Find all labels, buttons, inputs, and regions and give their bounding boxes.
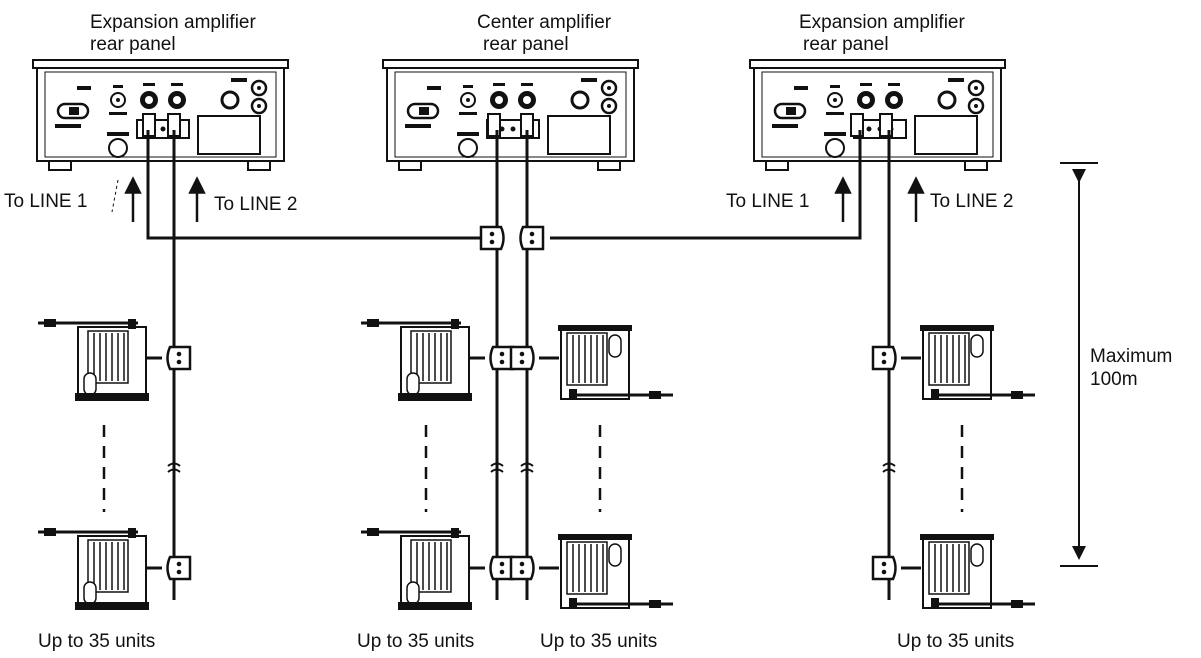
trunk-junction-box-right bbox=[519, 225, 545, 251]
center-amplifier bbox=[381, 58, 640, 172]
unit-bottom bbox=[359, 526, 474, 612]
right-expansion-amplifier bbox=[748, 58, 1007, 172]
junction-box bbox=[489, 555, 515, 581]
junction-box bbox=[489, 345, 515, 371]
junction-box bbox=[871, 345, 897, 371]
junction-box bbox=[166, 345, 192, 371]
junction-box bbox=[509, 345, 535, 371]
units-count-label: Up to 35 units bbox=[38, 631, 156, 652]
center-panel-title-line2: rear panel bbox=[483, 34, 569, 55]
right-panel-title-line1: Expansion amplifier bbox=[799, 12, 965, 33]
to-line2-right-label: To LINE 2 bbox=[930, 191, 1014, 212]
junction-box bbox=[871, 555, 897, 581]
cable-break-marks bbox=[167, 462, 896, 473]
right-panel-title-line2: rear panel bbox=[803, 34, 889, 55]
center-panel-title-line1: Center amplifier bbox=[477, 12, 612, 33]
units-count-label: Up to 35 units bbox=[897, 631, 1015, 652]
unit-top bbox=[36, 317, 151, 403]
guide-line bbox=[111, 179, 119, 213]
maximum-label-line1: Maximum bbox=[1090, 346, 1173, 367]
units-count-label: Up to 35 units bbox=[540, 631, 658, 652]
to-line1-right-label: To LINE 1 bbox=[726, 191, 810, 212]
unit-bottom bbox=[556, 532, 675, 610]
junction-box bbox=[166, 555, 192, 581]
unit-top bbox=[359, 317, 474, 403]
to-line-arrows bbox=[124, 176, 925, 222]
to-line1-left-label: To LINE 1 bbox=[4, 191, 88, 212]
drop-cables bbox=[144, 356, 921, 570]
maximum-distance-dimension bbox=[1060, 162, 1098, 567]
unit-top bbox=[556, 323, 675, 401]
maximum-label-line2: 100m bbox=[1090, 369, 1138, 390]
junction-box bbox=[509, 555, 535, 581]
trunk-junction-box-left bbox=[479, 225, 505, 251]
unit-top bbox=[918, 323, 1037, 401]
left-expansion-amplifier bbox=[31, 58, 290, 172]
left-panel-title-line2: rear panel bbox=[90, 34, 176, 55]
unit-bottom bbox=[918, 532, 1037, 610]
to-line2-left-label: To LINE 2 bbox=[214, 194, 298, 215]
left-panel-title-line1: Expansion amplifier bbox=[90, 12, 256, 33]
unit-bottom bbox=[36, 526, 151, 612]
omitted-units-dashes bbox=[102, 425, 964, 512]
units-count-label: Up to 35 units bbox=[357, 631, 475, 652]
